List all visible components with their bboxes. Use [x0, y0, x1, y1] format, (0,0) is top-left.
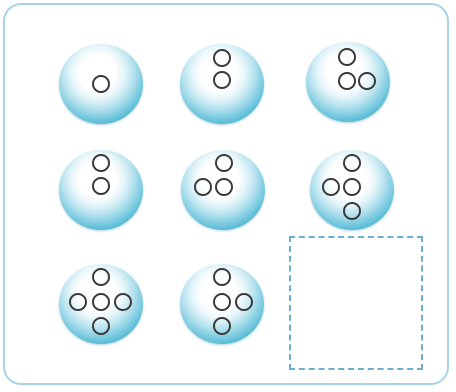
ring	[343, 202, 361, 220]
ring	[213, 317, 231, 335]
ring	[213, 268, 231, 286]
ring	[235, 293, 253, 311]
ring	[92, 154, 110, 172]
disc-6	[310, 150, 394, 230]
ring	[322, 178, 340, 196]
disc-8	[180, 264, 264, 344]
disc-3	[306, 42, 390, 122]
disc-7	[59, 264, 143, 344]
ring	[215, 178, 233, 196]
ring	[92, 268, 110, 286]
ring	[343, 154, 361, 172]
ring	[69, 293, 87, 311]
ring	[92, 317, 110, 335]
disc-1	[59, 44, 143, 124]
ring	[215, 154, 233, 172]
ring	[92, 177, 110, 195]
disc-5	[181, 150, 265, 230]
ring	[213, 49, 231, 67]
ring	[92, 75, 110, 93]
ring	[92, 293, 110, 311]
ring	[194, 178, 212, 196]
answer-box[interactable]	[289, 236, 423, 370]
disc-2	[180, 44, 264, 124]
ring	[343, 178, 361, 196]
ring	[213, 293, 231, 311]
ring	[338, 72, 356, 90]
ring	[338, 48, 356, 66]
disc-4	[59, 150, 143, 230]
ring	[358, 72, 376, 90]
ring	[114, 293, 132, 311]
ring	[213, 71, 231, 89]
